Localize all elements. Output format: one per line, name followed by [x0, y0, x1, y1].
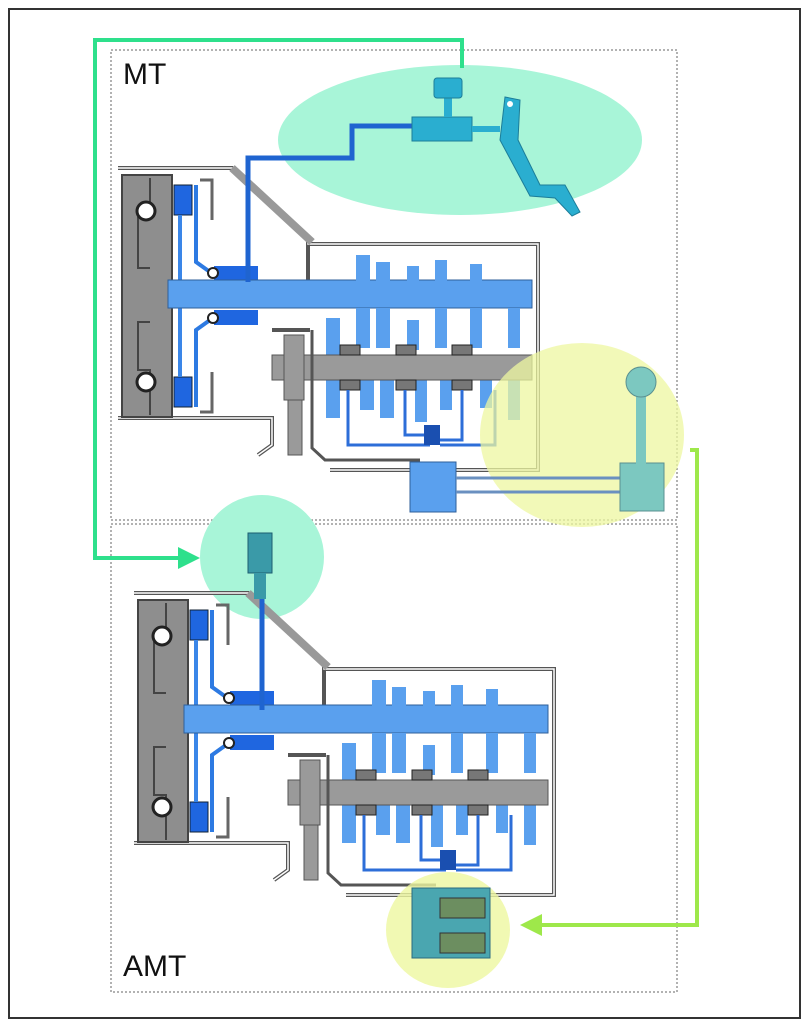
clutch-pedal-icon [411, 77, 581, 217]
mt-panel [110, 49, 678, 521]
clutch-arrow [93, 38, 464, 560]
shift-arrow-head [520, 914, 542, 936]
clutch-arrow-head [178, 547, 200, 569]
amt-label: AMT [123, 950, 187, 983]
shift-arrow [538, 448, 699, 927]
amt-panel [110, 523, 678, 993]
mt-clutch-line [245, 123, 418, 282]
amt-clutch-actuator-icon [247, 532, 273, 710]
shift-lever-icon [409, 366, 665, 513]
mt-label: MT [123, 58, 167, 91]
amt-shift-actuator-icon [411, 887, 491, 959]
